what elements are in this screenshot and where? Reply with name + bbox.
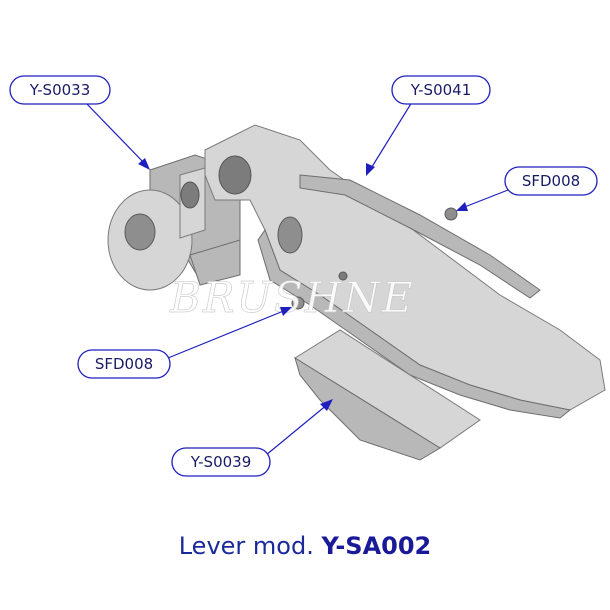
leader-y-s0033 bbox=[84, 101, 150, 170]
callout-sfd008-lower: SFD008 bbox=[77, 349, 171, 379]
svg-text:Y-S0033: Y-S0033 bbox=[29, 81, 91, 99]
callout-y-s0041: Y-S0041 bbox=[391, 75, 491, 105]
part-y-s0041-lever bbox=[204, 124, 606, 419]
leader-y-s0041 bbox=[366, 101, 413, 176]
pin-sfd008-upper bbox=[444, 207, 458, 221]
svg-text:SFD008: SFD008 bbox=[95, 355, 153, 373]
svg-text:SFD008: SFD008 bbox=[522, 172, 580, 190]
svg-text:Y-S0039: Y-S0039 bbox=[190, 453, 252, 471]
pin-sfd008-lower bbox=[291, 296, 305, 310]
svg-text:Y-S0041: Y-S0041 bbox=[410, 81, 472, 99]
watermark: BRUSHNE bbox=[169, 273, 415, 322]
title-prefix: Lever mod. bbox=[178, 532, 322, 560]
title-model: Y-SA002 bbox=[321, 532, 432, 560]
callout-y-s0033: Y-S0033 bbox=[9, 75, 111, 105]
callout-y-s0039: Y-S0039 bbox=[171, 447, 271, 477]
part-y-s0039-pad bbox=[294, 329, 481, 461]
diagram-title: Lever mod. Y-SA002 bbox=[0, 532, 610, 560]
leader-sfd008-upper bbox=[456, 189, 509, 211]
callout-sfd008-upper: SFD008 bbox=[504, 166, 598, 196]
leader-y-s0039 bbox=[259, 399, 333, 461]
leader-sfd008-lower bbox=[167, 307, 292, 359]
